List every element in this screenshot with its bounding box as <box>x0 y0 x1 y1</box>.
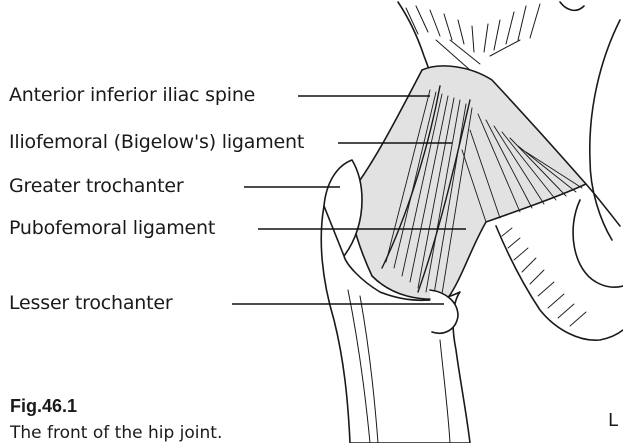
label-pubofemoral-ligament: Pubofemoral ligament <box>9 217 215 239</box>
label-iliofemoral-ligament: Iliofemoral (Bigelow's) ligament <box>9 131 304 153</box>
ilium-right-edge <box>560 2 584 10</box>
label-greater-trochanter: Greater trochanter <box>9 175 183 197</box>
obturator-outline <box>573 200 623 287</box>
figure-number: Fig.46.1 <box>10 396 77 417</box>
edge-text-fragment: L <box>608 410 618 431</box>
pubis-lower <box>496 226 623 340</box>
pubic-ramus <box>586 184 620 226</box>
label-lesser-trochanter: Lesser trochanter <box>9 292 172 314</box>
figure-caption: The front of the hip joint. <box>10 423 222 443</box>
label-anterior-inferior-iliac-spine: Anterior inferior iliac spine <box>9 84 255 106</box>
